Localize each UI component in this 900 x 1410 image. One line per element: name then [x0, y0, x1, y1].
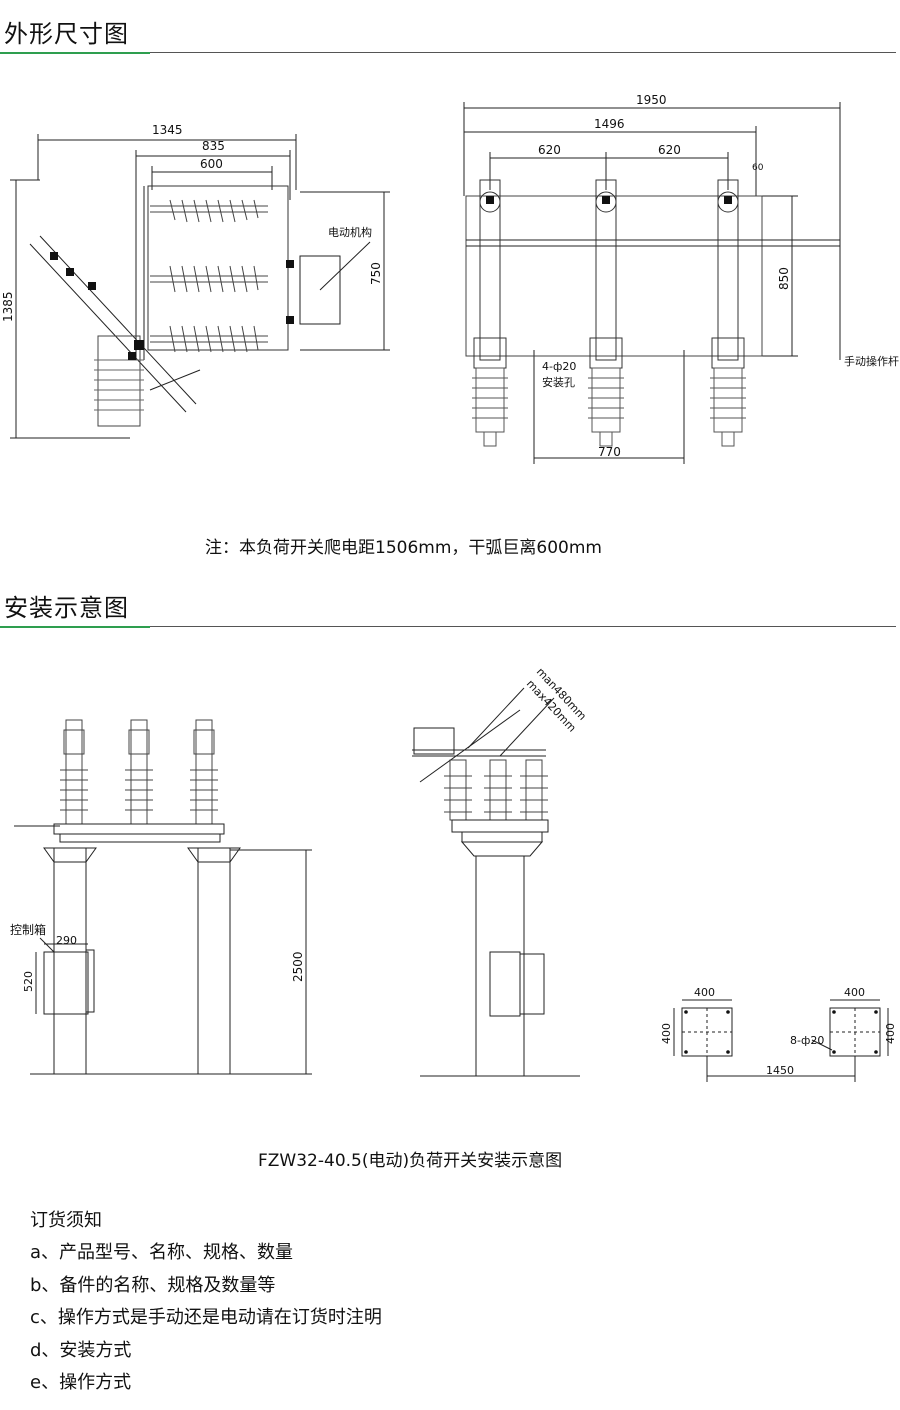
order-item: c、操作方式是手动还是电动请在订货时注明 [30, 1307, 382, 1328]
order-notes-title: 订货须知 [30, 1210, 102, 1231]
dimensions-section-title: 外形尺寸图 [4, 20, 129, 48]
hole-spec-label: 4-ф20 [542, 360, 576, 373]
dim-1345-label: 1345 [152, 123, 183, 137]
dim-770-label: 770 [598, 445, 621, 459]
dim-60-label: 60 [752, 163, 764, 173]
mount-hole-label: 安装孔 [542, 375, 575, 389]
order-item: d、安装方式 [30, 1339, 132, 1361]
order-item: b、备件的名称、规格及数量等 [30, 1274, 276, 1296]
dim-1385-label: 1385 [1, 291, 15, 322]
manual-rod-label: 手动操作杆 [844, 354, 899, 368]
dim-290-label: 290 [56, 934, 77, 947]
dim-520-label: 520 [22, 971, 35, 992]
dim-850-label: 850 [777, 267, 791, 290]
motor-mechanism-label: 电动机构 [328, 225, 372, 239]
dim-750-label: 750 [369, 262, 383, 285]
found-hole-label: 8-ф20 [790, 1034, 824, 1047]
dim-620a-label: 620 [538, 143, 561, 157]
order-item: e、操作方式 [30, 1372, 132, 1393]
dim-2500-label: 2500 [291, 951, 305, 982]
found-400-label-c: 400 [844, 986, 865, 999]
dimension-drawings: 1345 835 600 1385 750 电动机构 [1, 93, 899, 464]
dim-835-label: 835 [202, 139, 225, 153]
control-box-label: 控制箱 [10, 922, 46, 937]
found-1450-label: 1450 [766, 1064, 794, 1077]
install-section-title: 安装示意图 [4, 594, 129, 622]
found-400-label-b: 400 [660, 1023, 673, 1044]
install-caption: FZW32-40.5(电动)负荷开关安装示意图 [258, 1151, 563, 1171]
order-notes-list: a、产品型号、名称、规格、数量 b、备件的名称、规格及数量等 c、操作方式是手动… [30, 1242, 382, 1405]
dim-600-label: 600 [200, 157, 223, 171]
dim-1950-label: 1950 [636, 93, 667, 107]
order-item: a、产品型号、名称、规格、数量 [30, 1242, 294, 1263]
install-drawings: 控制箱 290 520 2500 man480mm max420mm 400 4… [10, 665, 897, 1082]
found-400-label-d: 400 [884, 1023, 897, 1044]
dim-1496-label: 1496 [594, 117, 625, 131]
found-400-label-a: 400 [694, 986, 715, 999]
dim-620b-label: 620 [658, 143, 681, 157]
dimension-note: 注：本负荷开关爬电距1506mm，干弧巨离600mm [205, 538, 602, 558]
